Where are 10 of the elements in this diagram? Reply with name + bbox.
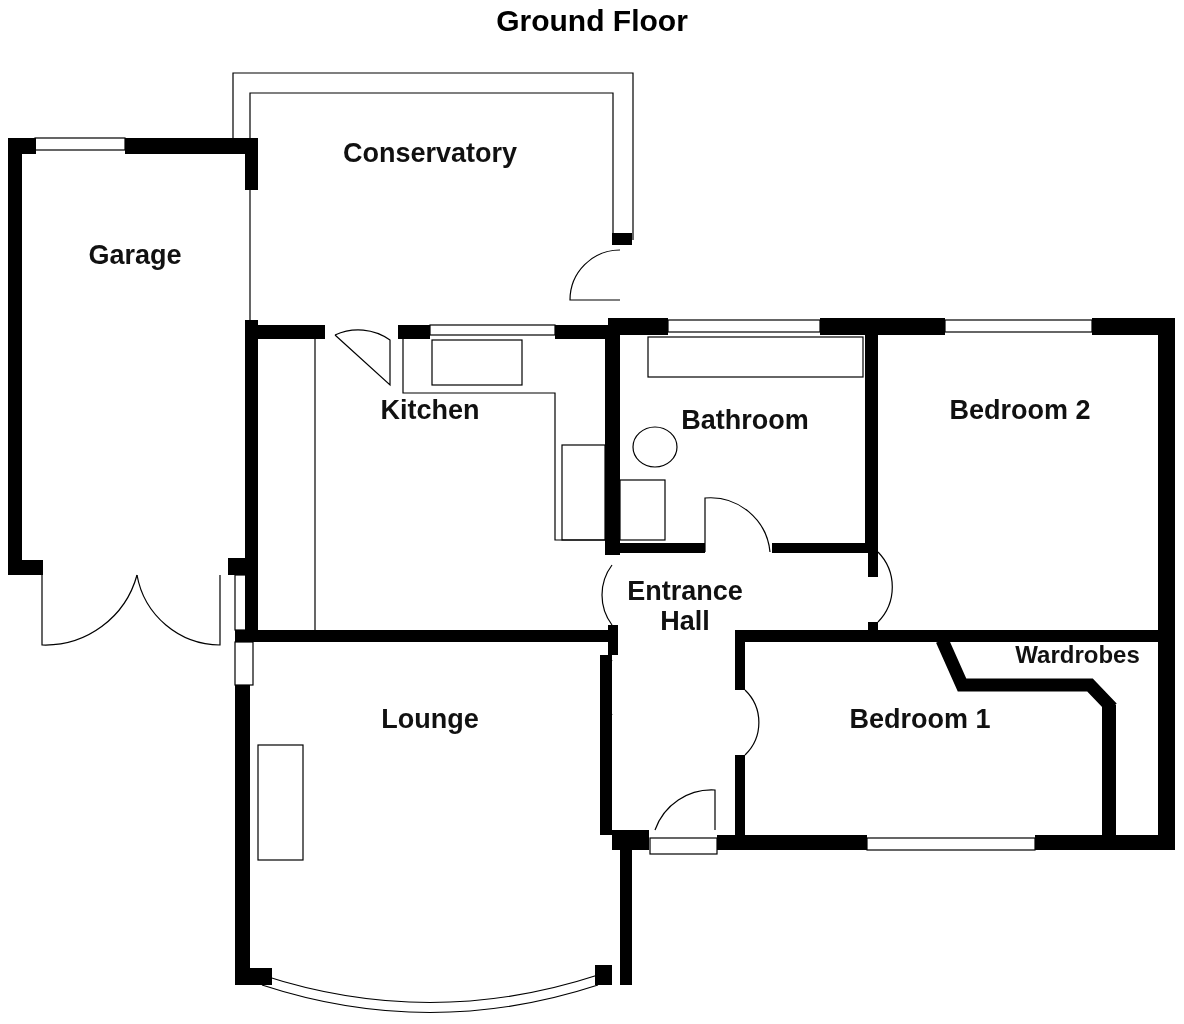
room-label: Wardrobes xyxy=(995,640,1160,670)
room-label: Bedroom 1 xyxy=(830,704,1010,734)
room-label: Conservatory xyxy=(330,138,530,168)
room-label: Garage xyxy=(60,240,210,270)
room-label: Kitchen xyxy=(360,395,500,425)
plan-title: Ground Floor xyxy=(495,4,689,38)
room-label: Bedroom 2 xyxy=(920,395,1120,425)
room-label: Entrance Hall xyxy=(610,576,760,636)
room-label: Bathroom xyxy=(660,405,830,435)
room-label: Lounge xyxy=(360,704,500,734)
